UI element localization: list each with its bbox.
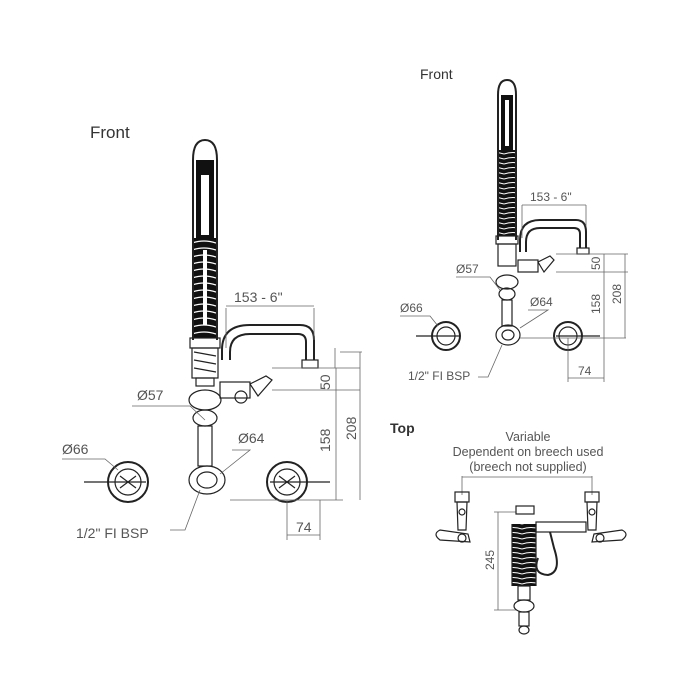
- top-title: Top: [390, 420, 415, 436]
- dim-height-inner-large: 158: [317, 428, 333, 452]
- dim-top-height: 245: [483, 550, 497, 570]
- dim-height-outer-small: 208: [610, 284, 624, 304]
- front-view-large: Front: [62, 123, 362, 541]
- top-note-line-1: Variable: [506, 430, 551, 444]
- flange-left-large: [84, 461, 149, 503]
- valve-body-small: [495, 235, 521, 346]
- dim-flange-large-dia-small: Ø66: [400, 301, 423, 315]
- dimensions-small: [400, 204, 628, 382]
- top-note-line-2: Dependent on breech used: [453, 445, 604, 459]
- dim-spout-reach-large: 153 - 6": [234, 289, 283, 305]
- top-note-line-3: (breech not supplied): [469, 460, 586, 474]
- spout-small: [519, 219, 590, 255]
- dim-inlet-large: 1/2" FI BSP: [76, 525, 149, 541]
- front-view-small: Front: [400, 66, 628, 383]
- valve-body-large: [188, 337, 226, 495]
- lever-large: [219, 375, 273, 404]
- top-right-valve: [584, 491, 627, 543]
- dim-height-inner-small: 158: [589, 294, 603, 314]
- lever-small: [517, 255, 555, 274]
- dim-offset-large: 74: [296, 519, 312, 535]
- top-view: Top Variable Dependent on breech used (b…: [390, 420, 627, 635]
- flange-right-small: [553, 321, 600, 351]
- dimensions-large: [62, 305, 362, 540]
- flange-left-small: [416, 321, 461, 351]
- front-small-title: Front: [420, 66, 453, 82]
- dim-height-outer-large: 208: [343, 416, 359, 440]
- dim-spout-reach-small: 153 - 6": [530, 190, 572, 204]
- dim-offset-small: 74: [578, 364, 592, 378]
- dim-flange-large-dia-large: Ø66: [62, 441, 89, 457]
- dim-flange-small-dia-large: Ø64: [238, 430, 265, 446]
- top-left-valve: [435, 491, 471, 543]
- dim-spout-height-small: 50: [589, 256, 603, 270]
- front-large-title: Front: [90, 123, 130, 142]
- spout-large: [221, 324, 319, 369]
- dim-inlet-small: 1/2" FI BSP: [408, 369, 470, 383]
- hose-large: [192, 138, 218, 340]
- top-center-assembly: [511, 505, 587, 635]
- flange-right-large: [266, 461, 330, 503]
- dim-body-dia-small: Ø57: [456, 262, 479, 276]
- dim-flange-small-dia-small: Ø64: [530, 295, 553, 309]
- hose-small: [497, 78, 517, 240]
- dim-body-dia-large: Ø57: [137, 387, 164, 403]
- dim-spout-height-large: 50: [317, 374, 333, 390]
